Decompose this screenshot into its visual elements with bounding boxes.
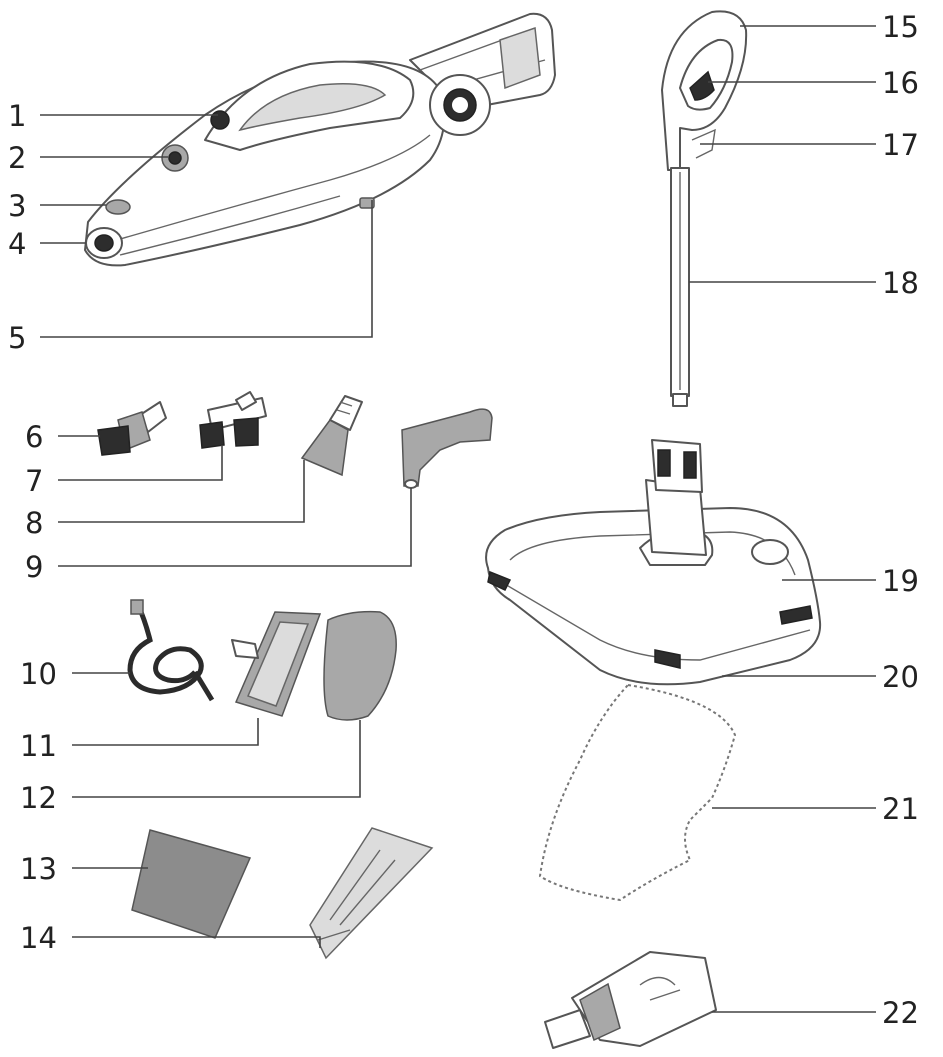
hose-illustration bbox=[127, 599, 215, 702]
label-part-16: 16 bbox=[882, 66, 919, 100]
mop-frame-illustration bbox=[231, 611, 322, 717]
label-part-22: 22 bbox=[882, 996, 919, 1030]
label-part-3: 3 bbox=[8, 189, 26, 223]
round-brush-illustration bbox=[97, 401, 167, 456]
label-part-20: 20 bbox=[882, 660, 919, 694]
label-part-14: 14 bbox=[20, 921, 57, 955]
cloth-illustration bbox=[131, 829, 252, 939]
label-part-2: 2 bbox=[8, 141, 26, 175]
label-part-4: 4 bbox=[8, 227, 26, 261]
label-part-8: 8 bbox=[25, 506, 43, 540]
scraper-illustration bbox=[309, 827, 434, 960]
label-part-5: 5 bbox=[8, 321, 26, 355]
triple-brush-illustration bbox=[199, 391, 267, 449]
part-labels: 1 2 3 4 5 6 7 8 9 10 11 12 13 14 15 16 1… bbox=[8, 10, 919, 1030]
label-part-18: 18 bbox=[882, 266, 919, 300]
handle-pole-illustration bbox=[661, 10, 748, 407]
label-part-1: 1 bbox=[8, 99, 26, 133]
label-part-10: 10 bbox=[20, 657, 57, 691]
label-part-17: 17 bbox=[882, 128, 919, 162]
angled-nozzle-illustration bbox=[401, 408, 493, 489]
cartridge-illustration bbox=[544, 951, 717, 1049]
flat-nozzle-illustration bbox=[300, 395, 363, 477]
label-part-12: 12 bbox=[20, 781, 57, 815]
label-part-13: 13 bbox=[20, 852, 57, 886]
cleaning-pad-illustration bbox=[323, 610, 397, 721]
microfiber-pad-illustration bbox=[538, 683, 737, 902]
label-part-6: 6 bbox=[25, 420, 43, 454]
label-part-9: 9 bbox=[25, 550, 43, 584]
label-part-19: 19 bbox=[882, 564, 919, 598]
label-part-21: 21 bbox=[882, 792, 919, 826]
label-part-11: 11 bbox=[20, 729, 57, 763]
leader-lines bbox=[40, 25, 876, 1013]
label-part-15: 15 bbox=[882, 10, 919, 44]
label-part-7: 7 bbox=[25, 464, 43, 498]
handheld-steamer-illustration bbox=[84, 12, 556, 267]
floor-head-illustration bbox=[485, 439, 822, 686]
